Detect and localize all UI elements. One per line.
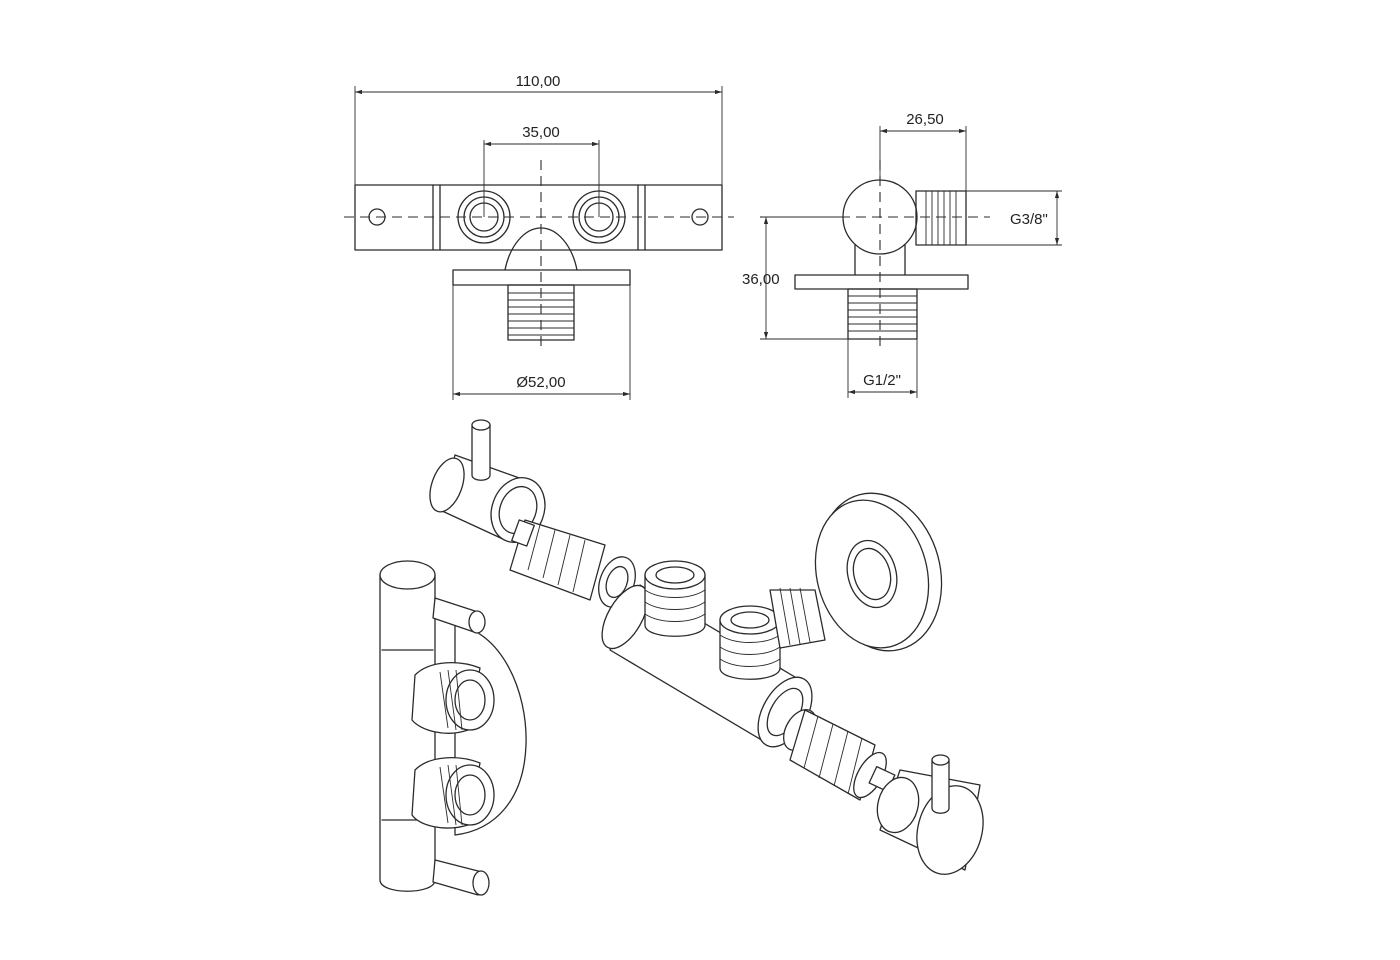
dimension-flange-diameter: Ø52,00 xyxy=(516,374,565,391)
dimension-outlet-thread: G3/8" xyxy=(1010,211,1048,228)
dimension-side-depth: 26,50 xyxy=(906,111,944,128)
cartridge-bottom xyxy=(782,709,896,801)
side-inlet-thread-hatch xyxy=(848,295,917,332)
side-view: 26,50 G3/8" 36,00 G1/2" xyxy=(742,111,1062,398)
cartridge-top xyxy=(509,519,636,608)
handle-knob-bottom xyxy=(876,754,984,875)
wall-flange xyxy=(814,492,943,652)
dimension-inlet-thread: G1/2" xyxy=(863,372,901,389)
exploded-valve-view xyxy=(429,419,984,875)
dimension-outlet-spacing: 35,00 xyxy=(522,124,560,141)
dimension-overall-length: 110,00 xyxy=(516,73,561,90)
outlet-thread-hatch xyxy=(925,191,957,245)
dimension-height: 36,00 xyxy=(742,271,780,288)
valve-body xyxy=(601,560,826,748)
assembled-valve-view xyxy=(379,560,527,896)
front-view: 110,00 35,00 Ø52,00 xyxy=(344,73,734,400)
